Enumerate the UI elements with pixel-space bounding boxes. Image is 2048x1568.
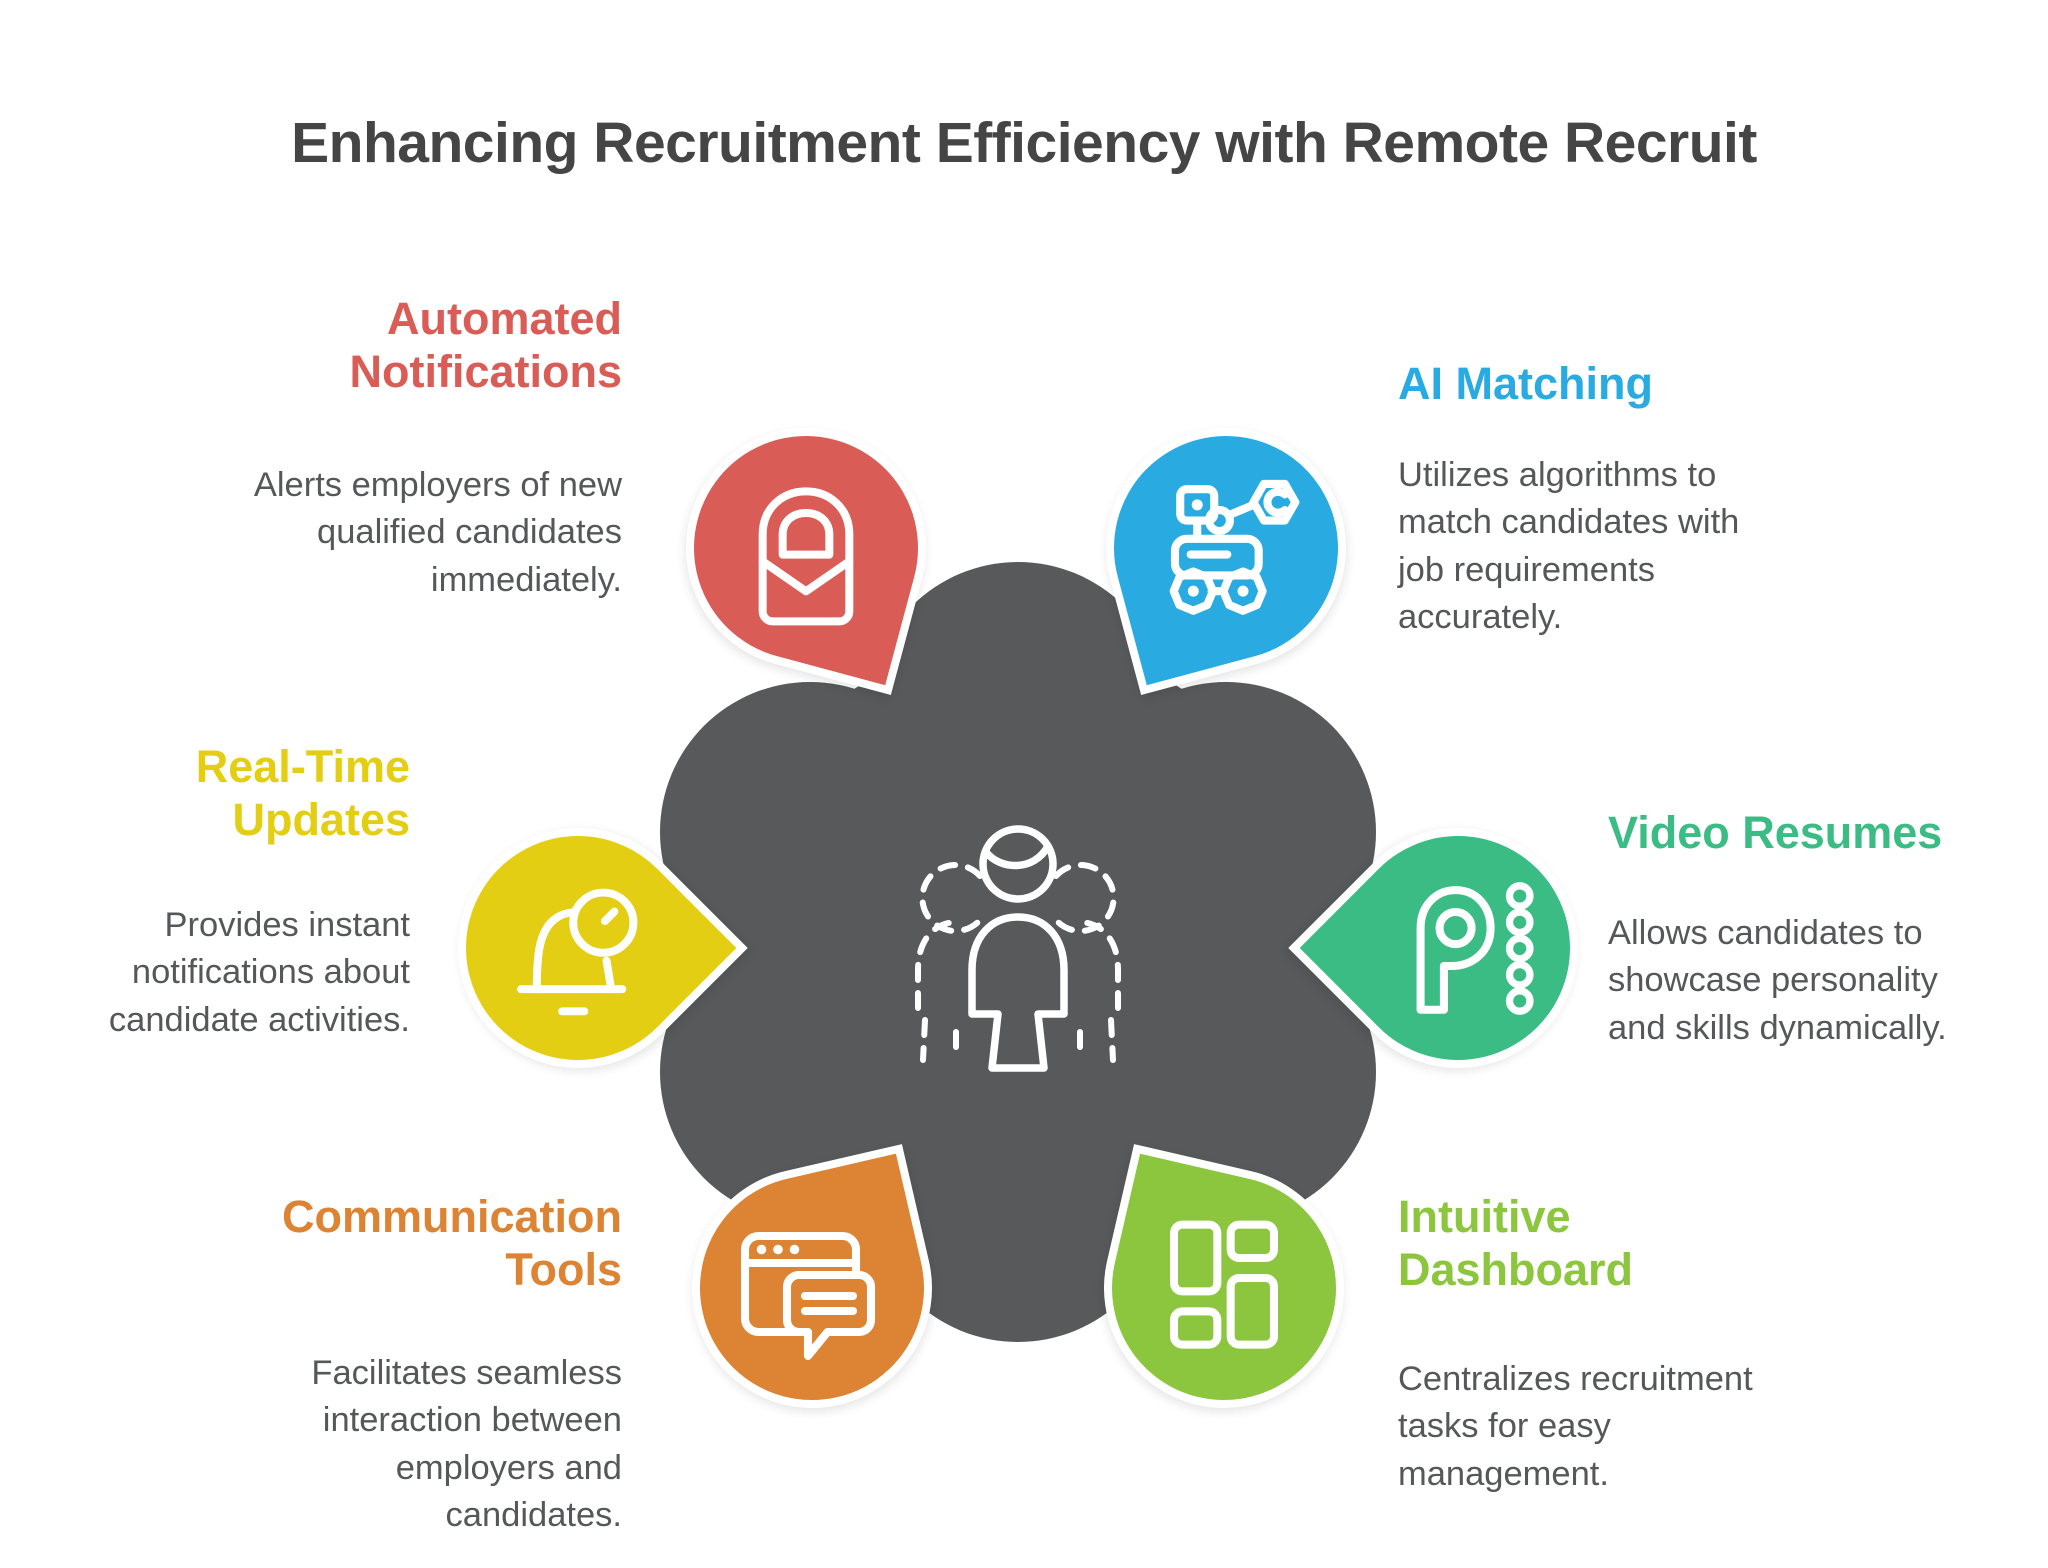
browser-chat-icon (700, 1176, 924, 1400)
feature-desc-video-resumes: Allows candidates to showcase personalit… (1608, 914, 1947, 1047)
petal-communication-tools (668, 1144, 956, 1432)
petal-ai-matching (1079, 401, 1373, 695)
feature-title-ai-matching: AI Matching (1398, 358, 1653, 409)
petal-automated-notifications (659, 401, 953, 695)
bell-clock-icon (466, 836, 690, 1060)
robot-icon (1114, 436, 1338, 660)
feature-desc-ai-matching: Utilizes algorithms to match candidates … (1398, 456, 1740, 636)
team-candidates-icon (868, 800, 1168, 1100)
feature-desc-intuitive-dashboard: Centralizes recruitment tasks for easy m… (1398, 1360, 1753, 1493)
feature-title-communication-tools: Communication Tools (281, 1191, 622, 1296)
feature-title-intuitive-dashboard: Intuitive Dashboard (1398, 1191, 1634, 1296)
feature-desc-real-time-updates: Provides instant notifications about can… (108, 906, 410, 1039)
dashboard-grid-icon (1112, 1176, 1336, 1400)
page-title: Enhancing Recruitment Efficiency with Re… (291, 111, 1757, 176)
petal-video-resumes (1288, 778, 1628, 1118)
petal-real-time-updates (408, 778, 748, 1118)
feature-title-video-resumes: Video Resumes (1608, 807, 1943, 858)
petal-intuitive-dashboard (1080, 1144, 1368, 1432)
feature-title-automated-notifications: Automated Notifications (349, 293, 622, 398)
mail-notification-icon (694, 436, 918, 660)
feature-desc-communication-tools: Facilitates seamless interaction between… (311, 1354, 622, 1534)
letter-p-dots-icon (1346, 836, 1570, 1060)
feature-title-real-time-updates: Real-Time Updates (195, 741, 410, 846)
feature-desc-automated-notifications: Alerts employers of new qualified candid… (253, 466, 622, 599)
